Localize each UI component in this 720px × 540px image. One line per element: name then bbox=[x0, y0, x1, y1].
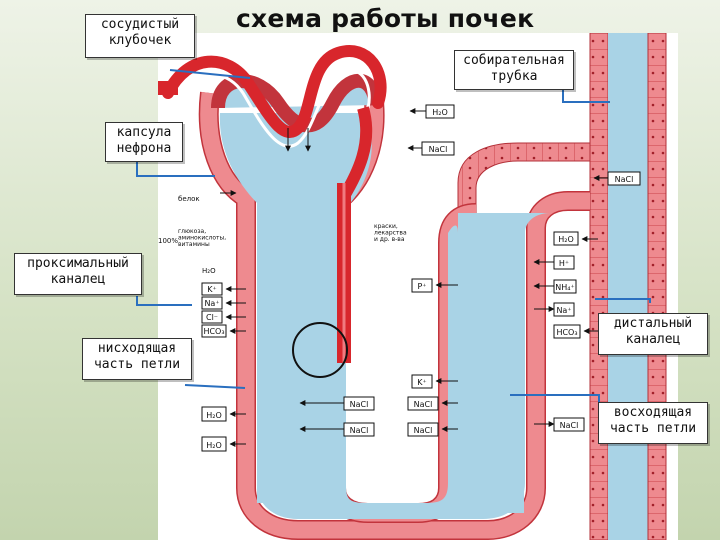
pct-label: 100% bbox=[158, 237, 178, 245]
callout-collecting-duct-text: собирательная трубка bbox=[463, 53, 565, 84]
hco3-right-label: HCO₃ bbox=[556, 328, 577, 337]
callout-glomerulus: сосудистый клубочек bbox=[85, 14, 195, 58]
nacl-mid3-label: NaCl bbox=[414, 400, 433, 409]
nacl-mid4-label: NaCl bbox=[414, 426, 433, 435]
callout-descending-text: нисходящая часть петли bbox=[93, 341, 181, 372]
nacl-duct-label: NaCl bbox=[615, 175, 634, 184]
callout-distal-text: дистальный каналец bbox=[613, 316, 693, 347]
p-mid-label: P⁺ bbox=[417, 282, 426, 291]
tubule-lumen bbox=[198, 91, 590, 540]
nh4-right-label: NH₄⁺ bbox=[555, 283, 574, 292]
ion-boxes: H₂O NaCl NaCl K⁺ Na⁺ Cl⁻ HCO₃ H₂O H₂O Na… bbox=[158, 104, 641, 452]
nacl-mid1-label: NaCl bbox=[350, 400, 369, 409]
callout-glomerulus-text: сосудистый клубочек bbox=[100, 17, 180, 48]
callout-ascending-text: восходящая часть петли bbox=[609, 405, 697, 436]
nephron-diagram: H₂O NaCl NaCl K⁺ Na⁺ Cl⁻ HCO₃ H₂O H₂O Na… bbox=[158, 33, 678, 540]
k-mid-label: K⁺ bbox=[417, 378, 426, 387]
callout-ascending: восходящая часть петли bbox=[598, 402, 708, 444]
callout-descending: нисходящая часть петли bbox=[82, 338, 192, 380]
callout-distal: дистальный каналец bbox=[598, 313, 708, 355]
protein-label: белок bbox=[178, 195, 200, 203]
na-right-label: Na⁺ bbox=[556, 306, 571, 315]
peritubular-vessel bbox=[337, 106, 373, 363]
h2o-lower1-label: H₂O bbox=[206, 411, 222, 420]
h2o-left-label: H₂O bbox=[202, 267, 216, 275]
nacl-mid2-label: NaCl bbox=[350, 426, 369, 435]
glucose-label: глюкоза,аминокислоты,витамины bbox=[178, 228, 226, 248]
hco3-left-label: HCO₃ bbox=[203, 327, 224, 336]
transport-arrows bbox=[220, 108, 608, 447]
callout-proximal: проксимальный каналец bbox=[14, 253, 142, 295]
collecting-duct bbox=[589, 33, 667, 540]
callout-proximal-text: проксимальный каналец bbox=[27, 256, 129, 287]
h2o-top-label: H₂O bbox=[432, 108, 448, 117]
magnifier-circle bbox=[292, 322, 348, 378]
glomerulus-vessels bbox=[158, 45, 387, 148]
callout-collecting-duct: собирательная трубка bbox=[454, 50, 574, 90]
distal-tubule-arch bbox=[457, 142, 591, 214]
nacl-top-label: NaCl bbox=[429, 145, 448, 154]
h2o-right-label: H₂O bbox=[558, 235, 574, 244]
h2o-lower2-label: H₂O bbox=[206, 441, 222, 450]
h-right-label: H⁺ bbox=[559, 259, 569, 268]
callout-capsule-text: капсула нефрона bbox=[116, 125, 172, 156]
na-left-label: Na⁺ bbox=[204, 299, 219, 308]
page-title: схема работы почек bbox=[236, 4, 535, 33]
nacl-right-label: NaCl bbox=[560, 421, 579, 430]
callout-capsule: капсула нефрона bbox=[105, 122, 183, 162]
k-left-label: K⁺ bbox=[207, 285, 216, 294]
cl-left-label: Cl⁻ bbox=[206, 313, 218, 322]
